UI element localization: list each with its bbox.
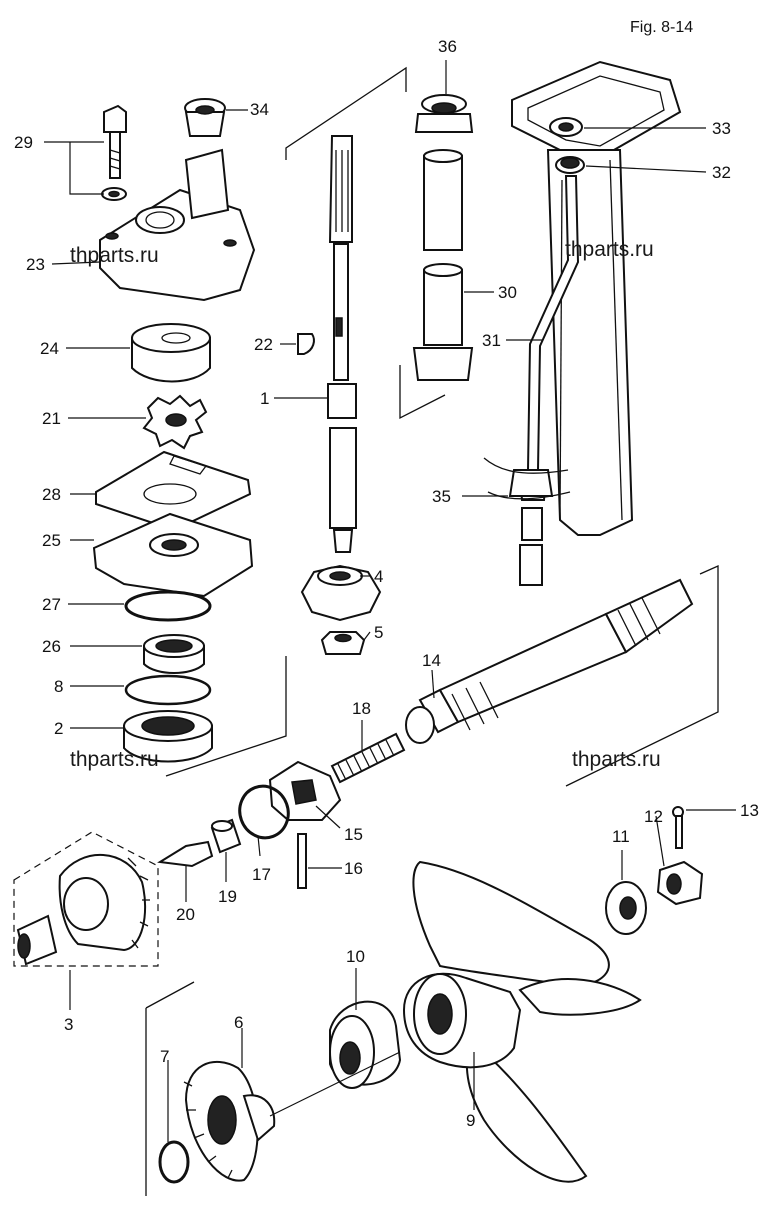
pinion-nut xyxy=(320,631,366,655)
callout-5: 5 xyxy=(374,623,383,642)
spring xyxy=(330,732,406,784)
bearing-26 xyxy=(143,634,205,674)
bolt-29 xyxy=(101,104,127,201)
collar-35 xyxy=(483,457,571,500)
callout-33: 33 xyxy=(712,119,731,138)
water-pump-housing xyxy=(99,148,256,302)
callout-25: 25 xyxy=(42,531,61,550)
impeller xyxy=(142,394,208,450)
forward-gear-assembly xyxy=(13,831,159,967)
callout-35: 35 xyxy=(432,487,451,506)
drive-shaft xyxy=(327,135,357,553)
grommet-34 xyxy=(184,98,226,137)
watermark: thparts.ru xyxy=(70,244,159,267)
watermark: thparts.ru xyxy=(565,238,654,261)
spring-ring xyxy=(238,784,290,840)
callout-14: 14 xyxy=(422,651,441,670)
callout-17: 17 xyxy=(252,865,271,884)
callout-13: 13 xyxy=(740,801,759,820)
impeller-cup xyxy=(131,323,211,383)
grommet-32 xyxy=(555,156,585,174)
bracket-line-right xyxy=(565,564,719,787)
ring-8 xyxy=(124,674,212,706)
callout-29: 29 xyxy=(14,133,33,152)
callout-9: 9 xyxy=(466,1111,475,1130)
callout-24: 24 xyxy=(40,339,59,358)
watermark: thparts.ru xyxy=(572,748,661,771)
figure-label: Fig. 8-14 xyxy=(630,19,693,36)
reverse-gear xyxy=(183,1060,276,1182)
callout-7: 7 xyxy=(160,1047,169,1066)
callout-15: 15 xyxy=(344,825,363,844)
leader-lines xyxy=(44,60,736,1142)
callout-21: 21 xyxy=(42,409,61,428)
bushing-36 xyxy=(414,94,474,133)
shifter xyxy=(210,818,242,854)
grommet-33 xyxy=(549,117,583,137)
callout-16: 16 xyxy=(344,859,363,878)
propeller xyxy=(402,860,642,1183)
propeller-nut xyxy=(656,860,704,906)
callouts: 29 34 36 33 32 23 30 31 24 22 1 21 28 35… xyxy=(14,37,759,1130)
pin-16 xyxy=(297,833,307,889)
callout-8: 8 xyxy=(54,677,63,696)
gasket xyxy=(95,450,252,532)
woodruff-key xyxy=(297,333,315,355)
bracket-line-30 xyxy=(399,365,446,420)
callout-34: 34 xyxy=(250,100,269,119)
o-ring-27 xyxy=(124,590,212,622)
callout-19: 19 xyxy=(218,887,237,906)
watermark: thparts.ru xyxy=(70,748,159,771)
callout-2: 2 xyxy=(54,719,63,738)
callout-22: 22 xyxy=(254,335,273,354)
clutch-dog xyxy=(268,760,342,821)
propeller-shaft xyxy=(405,578,694,744)
callout-1: 1 xyxy=(260,389,269,408)
callout-6: 6 xyxy=(234,1013,243,1032)
callout-10: 10 xyxy=(346,947,365,966)
drive-shaft-tube xyxy=(412,149,474,381)
bearing-2 xyxy=(123,710,213,763)
callout-27: 27 xyxy=(42,595,61,614)
impeller-plate xyxy=(92,512,254,598)
callout-23: 23 xyxy=(26,255,45,274)
callout-32: 32 xyxy=(712,163,731,182)
bracket-line-bottom xyxy=(145,981,195,1196)
thrust-hub xyxy=(329,1000,402,1089)
pinion-gear xyxy=(300,564,382,622)
bracket-line-left xyxy=(165,656,287,777)
washer-11 xyxy=(605,881,647,935)
callout-31: 31 xyxy=(482,331,501,350)
callout-12: 12 xyxy=(644,807,663,826)
cotter-pin xyxy=(672,806,684,849)
bracket-line-1 xyxy=(285,66,407,160)
callout-11: 11 xyxy=(612,827,630,846)
callout-26: 26 xyxy=(42,637,61,656)
callout-28: 28 xyxy=(42,485,61,504)
thrust-washer xyxy=(158,1140,190,1184)
callout-18: 18 xyxy=(352,699,371,718)
callout-3: 3 xyxy=(64,1015,73,1034)
callout-4: 4 xyxy=(374,567,383,586)
plunger xyxy=(157,840,214,868)
callout-30: 30 xyxy=(498,283,517,302)
callout-36: 36 xyxy=(438,37,457,56)
callout-20: 20 xyxy=(176,905,195,924)
